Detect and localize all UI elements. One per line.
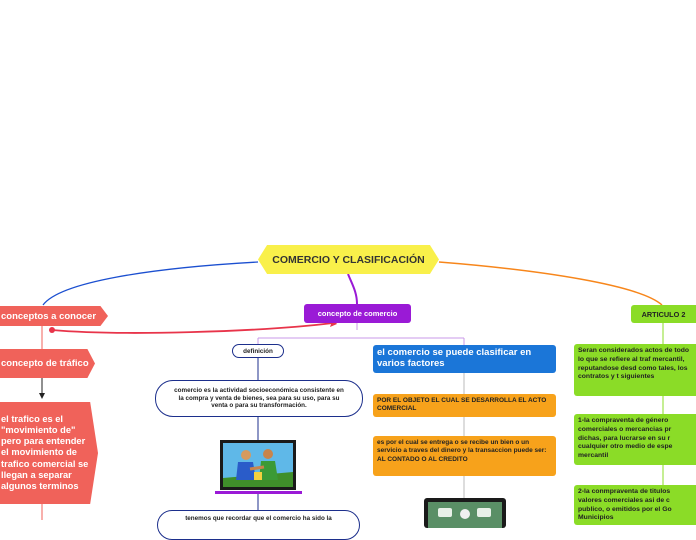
actos-de-comercio-node[interactable]: Seran considerados actos de todo lo que … xyxy=(574,344,696,396)
conceptos-a-conocer-label: conceptos a conocer xyxy=(1,311,96,322)
objeto-acto-comercial-label: POR EL OBJETO EL CUAL SE DESARROLLA EL A… xyxy=(377,397,546,412)
business-handshake-illustration xyxy=(220,440,296,490)
compraventa-generos-node[interactable]: 1-la compraventa de género comerciales o… xyxy=(574,414,696,465)
compraventa-titulos-label: 2-la conmpraventa de titulos valores com… xyxy=(578,488,672,521)
clasificacion-label: el comercio se puede clasificar en vario… xyxy=(377,347,531,369)
articulo-2-node[interactable]: ARTICULO 2 xyxy=(631,305,696,323)
concepto-de-trafico-node[interactable]: concepto de tráfico xyxy=(0,349,95,378)
objeto-acto-comercial-node[interactable]: POR EL OBJETO EL CUAL SE DESARROLLA EL A… xyxy=(373,394,556,417)
money-exchange-illustration xyxy=(424,498,506,528)
comercio-remember-text: tenemos que recordar que el comercio ha … xyxy=(185,515,332,523)
articulo-2-label: ARTICULO 2 xyxy=(642,310,686,319)
concepto-de-comercio-node[interactable]: concepto de comercio xyxy=(304,304,411,323)
compraventa-generos-label: 1-la compraventa de género comerciales o… xyxy=(578,417,672,459)
forma-de-pago-label: es por el cual se entrega o se recibe un… xyxy=(377,439,546,463)
illustration-underline xyxy=(215,491,302,494)
comercio-definition-text: comercio es la actividad socioeconómica … xyxy=(172,387,346,411)
actos-de-comercio-label: Seran considerados actos de todo lo que … xyxy=(578,347,689,380)
trafico-definition-label: el trafico es el "movimiento de" pero pa… xyxy=(1,414,92,492)
forma-de-pago-node[interactable]: es por el cual se entrega o se recibe un… xyxy=(373,436,556,476)
conceptos-a-conocer-node[interactable]: conceptos a conocer xyxy=(0,306,108,326)
central-topic-label: COMERCIO Y CLASIFICACIÓN xyxy=(272,254,424,266)
comercio-remember-node[interactable]: tenemos que recordar que el comercio ha … xyxy=(157,510,360,540)
trafico-definition-node[interactable]: el trafico es el "movimiento de" pero pa… xyxy=(0,402,98,504)
central-topic[interactable]: COMERCIO Y CLASIFICACIÓN xyxy=(258,245,439,274)
concepto-de-trafico-label: concepto de tráfico xyxy=(1,358,89,369)
concepto-de-comercio-label: concepto de comercio xyxy=(318,309,398,318)
definicion-node[interactable]: definición xyxy=(232,344,284,358)
clasificacion-node[interactable]: el comercio se puede clasificar en vario… xyxy=(373,345,556,373)
definicion-label: definición xyxy=(243,348,273,355)
compraventa-titulos-node[interactable]: 2-la conmpraventa de titulos valores com… xyxy=(574,485,696,525)
comercio-definition-node[interactable]: comercio es la actividad socioeconómica … xyxy=(155,380,363,417)
